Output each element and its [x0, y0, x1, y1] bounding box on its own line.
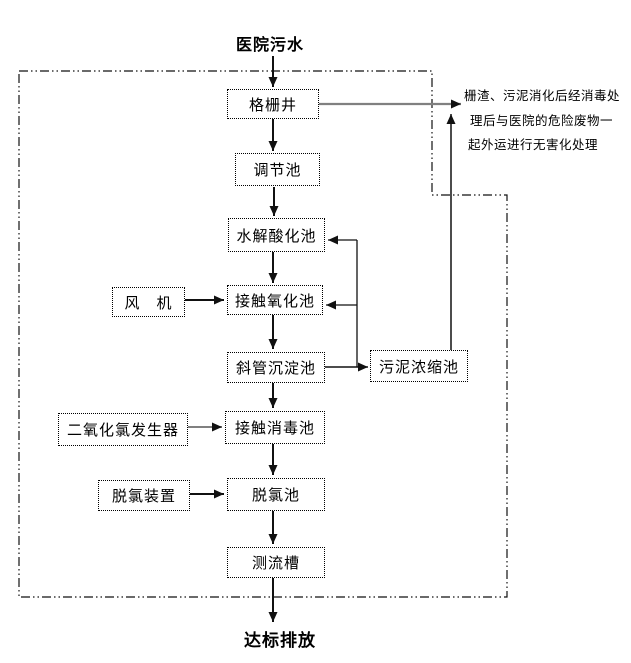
- node-inclined-tube-sedimentation-tank: 斜管沉淀池: [227, 352, 325, 383]
- node-regulating-tank-label: 调节池: [253, 162, 302, 179]
- node-fan-label: 风 机: [124, 294, 173, 312]
- node-contact-oxidation-tank-label: 接触氧化池: [234, 292, 315, 310]
- node-grid-well: 格栅井: [227, 89, 319, 119]
- influent-title: 医院污水: [236, 37, 305, 54]
- node-chlorine-dioxide-generator: 二氧化氯发生器: [58, 413, 188, 446]
- node-flow-measuring-channel: 测流槽: [227, 547, 325, 578]
- node-dechlorination-device: 脱氯装置: [98, 480, 190, 511]
- external-disposal-note-line1: 栅渣、污泥消化后经消毒处: [464, 89, 621, 103]
- node-hydrolysis-acidification-tank: 水解酸化池: [228, 218, 325, 252]
- node-contact-oxidation-tank: 接触氧化池: [227, 285, 323, 315]
- discharge-title: 达标排放: [244, 631, 316, 650]
- node-chlorine-dioxide-generator-label: 二氧化氯发生器: [66, 422, 179, 439]
- node-hydrolysis-acidification-tank-label: 水解酸化池: [236, 227, 317, 245]
- external-disposal-note-line2: 理后与医院的危险废物一: [470, 113, 614, 128]
- external-disposal-note-line3: 起外运进行无害化处理: [468, 138, 599, 152]
- node-dechlorination-tank-label: 脱氯池: [251, 487, 300, 504]
- node-flow-measuring-channel-label: 测流槽: [251, 555, 300, 572]
- node-inclined-tube-sedimentation-tank-label: 斜管沉淀池: [235, 360, 316, 377]
- node-grid-well-label: 格栅井: [248, 96, 297, 114]
- node-contact-disinfection-tank: 接触消毒池: [225, 411, 325, 444]
- external-disposal-note: 栅渣、污泥消化后经消毒处 理后与医院的危险废物一 起外运进行无害化处理: [464, 84, 626, 158]
- node-contact-disinfection-tank-label: 接触消毒池: [234, 420, 315, 437]
- plant-boundary-border: [18, 70, 508, 598]
- node-sludge-thickening-tank-label: 污泥浓缩池: [378, 358, 459, 376]
- node-fan: 风 机: [112, 287, 185, 317]
- node-sludge-thickening-tank: 污泥浓缩池: [370, 350, 468, 382]
- node-dechlorination-tank: 脱氯池: [227, 478, 325, 511]
- node-dechlorination-device-label: 脱氯装置: [111, 488, 176, 505]
- node-regulating-tank: 调节池: [235, 153, 320, 186]
